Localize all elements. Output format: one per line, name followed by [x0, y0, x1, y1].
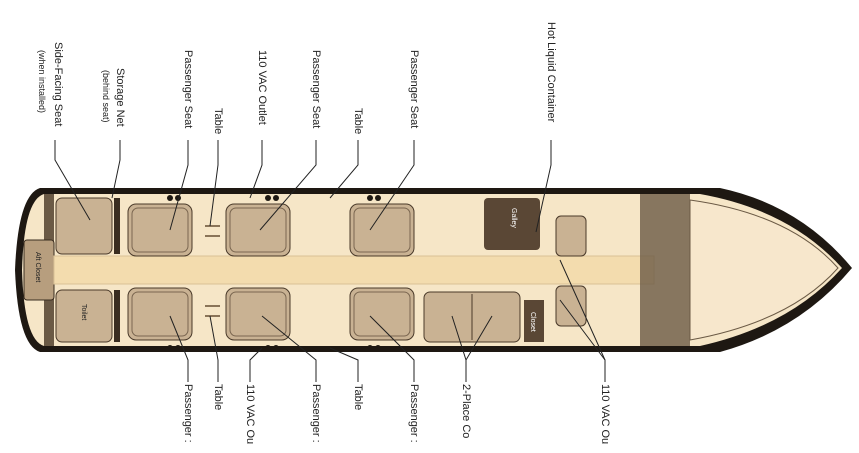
bottom-leader-lines [169, 259, 606, 382]
label-side-facing-seat-sub: (when installed) [37, 50, 47, 114]
top-leader-lines [54, 140, 552, 233]
tables [205, 225, 220, 317]
passenger-seat-bottom-1 [127, 287, 193, 341]
cockpit-panel [640, 194, 690, 346]
label-table-2: Table [352, 108, 364, 135]
passenger-seat-bottom-2 [225, 287, 291, 341]
two-place-couch [423, 291, 521, 343]
label-bottom-table-1: Table [212, 384, 224, 411]
label-hot-liquid-container: Hot Liquid Container [545, 22, 557, 123]
label-bottom-vac-2: 110 VAC Ou [599, 384, 611, 445]
label-bottom-passenger-2: Passenger : [310, 384, 322, 443]
cockpit-seat-top [555, 215, 587, 257]
passenger-seat-top-1 [127, 203, 193, 257]
cockpit-seat-bottom [555, 285, 587, 327]
toilet-divider [114, 290, 120, 342]
label-table-1: Table [212, 108, 224, 135]
label-two-place-couch: 2-Place Co [460, 384, 472, 439]
passenger-seat-top-2 [225, 203, 291, 257]
label-storage-net-sub: (behind seat) [101, 70, 111, 123]
label-bottom-passenger-1: Passenger : [182, 384, 194, 443]
side-facing-seat [55, 197, 113, 255]
toilet [55, 289, 113, 343]
label-vac-outlet-1: 110 VAC Outlet [256, 50, 268, 125]
label-bottom-vac-1: 110 VAC Ou [244, 384, 256, 445]
galley [484, 198, 540, 250]
aft-closet-text: Aft Closet [34, 252, 41, 282]
outlets [167, 195, 381, 351]
nose [689, 199, 839, 341]
label-storage-net: Storage Net [114, 68, 126, 127]
label-bottom-table-2: Table [352, 384, 364, 411]
label-passenger-seat-2: Passenger Seat [310, 50, 322, 129]
label-bottom-passenger-3: Passenger : [408, 384, 420, 443]
closet-text: Closet [529, 312, 536, 332]
passenger-seat-top-3 [349, 203, 415, 257]
label-passenger-seat-1: Passenger Seat [182, 50, 194, 129]
label-passenger-seat-3: Passenger Seat [408, 50, 420, 129]
closet [524, 300, 544, 342]
storage-net [114, 198, 120, 254]
galley-text: Galley [510, 208, 517, 228]
toilet-text: Toilet [80, 304, 87, 320]
passenger-seat-bottom-3 [349, 287, 415, 341]
label-side-facing-seat: Side-Facing Seat [52, 42, 64, 127]
